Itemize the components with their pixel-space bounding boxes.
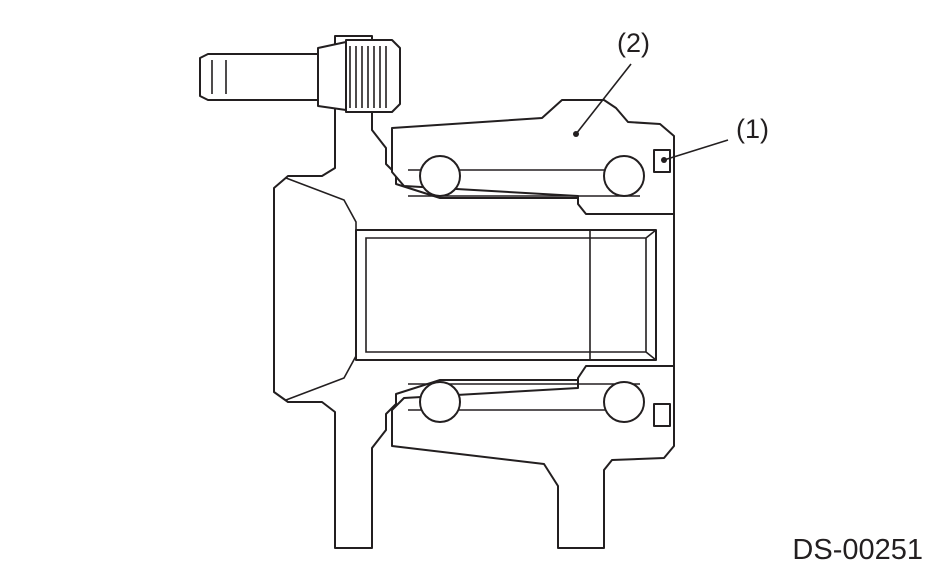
leader-line-1 [663,139,729,161]
bearing-ball-upper-right [603,155,645,197]
wheel-stud [199,39,401,113]
outer-race-upper [391,99,675,215]
hub-bore [355,229,657,361]
callout-label-1: (1) [736,114,769,144]
callout-label-2: (2) [617,28,650,58]
figure-code: DS-00251 [792,534,923,566]
seal-lower [653,403,671,427]
bearing-ball-upper-left [419,155,461,197]
bearing-ball-lower-left [419,381,461,423]
leader-line-2 [575,63,632,135]
bore-chamfer [365,229,657,361]
bearing-ball-lower-right [603,381,645,423]
outer-race-lower [391,365,675,549]
leader-dot-2 [573,131,579,137]
